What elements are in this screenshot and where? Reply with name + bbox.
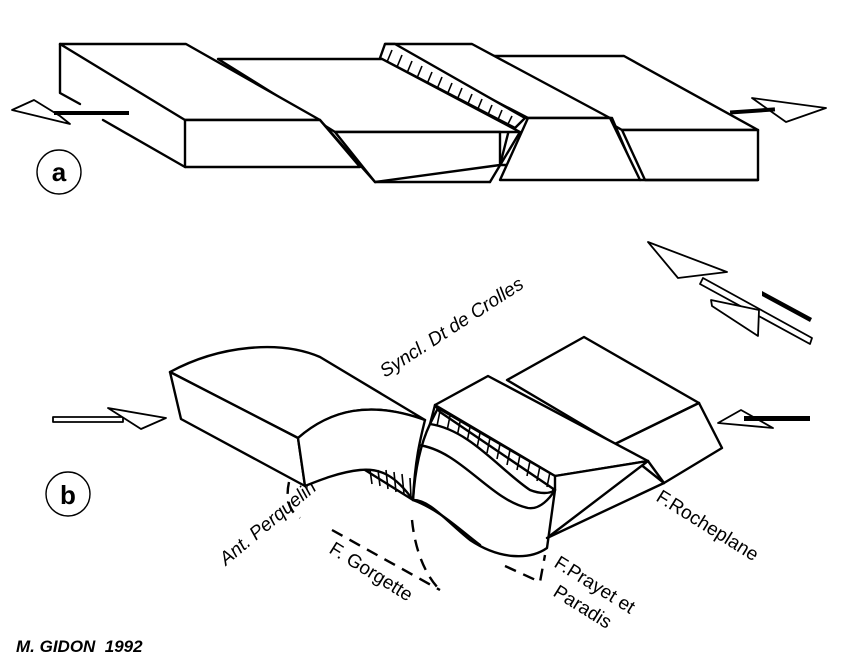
arrow-a-right-dextral: [729, 97, 827, 123]
fault-plane-a-hatched: [378, 42, 527, 130]
fault-b-hatching: [436, 410, 551, 488]
label-anticline-perquelin: Ant. Perquelin: [215, 477, 321, 570]
block-a-right-front: [620, 128, 760, 182]
block-a-left-side: [58, 42, 82, 106]
block-b-right-base-edge: [545, 481, 666, 540]
arrow-b-left-compression: [52, 407, 167, 430]
arrow-b-shear-indicator: [647, 241, 813, 345]
block-a-left-front: [183, 118, 362, 169]
block-b-middle-bedding-line: [416, 443, 557, 510]
block-a-left-lower-edge: [101, 118, 187, 169]
fault-prayet-paradis-trace: [504, 554, 547, 584]
block-b-middle-base-curve: [411, 498, 482, 547]
panel-a-circle: [36, 149, 82, 195]
block-b-left-curved-end: [296, 408, 427, 502]
panel-b-circle: [45, 471, 91, 517]
fault-a-middle-scarp: [488, 130, 522, 184]
label-fault-rocheplane: F.Rocheplane: [652, 486, 762, 565]
panel-label-b: b: [60, 480, 76, 510]
panel-a-block-diagram: [11, 42, 827, 195]
fault-b-left-edge: [363, 468, 415, 502]
fault-rocheplane-edge: [646, 459, 666, 485]
author-credit: M. GIDON 1992: [16, 637, 143, 656]
fault-gorgette-trace: [331, 519, 441, 592]
graben-a-left-front: [333, 130, 502, 184]
label-syncline-crolles: Syncl. Dt de Crolles: [376, 273, 528, 382]
arrow-b-right-compression: [717, 409, 810, 429]
anticline-perquelin-axis-trace: [286, 481, 301, 520]
fault-a-left-scarp: [318, 118, 377, 184]
panel-b-block-diagram: [45, 241, 813, 592]
label-fault-gorgette: F. Gorgette: [325, 538, 416, 606]
panel-label-a: a: [52, 157, 67, 187]
arrow-a-left-sinistral: [11, 99, 129, 125]
